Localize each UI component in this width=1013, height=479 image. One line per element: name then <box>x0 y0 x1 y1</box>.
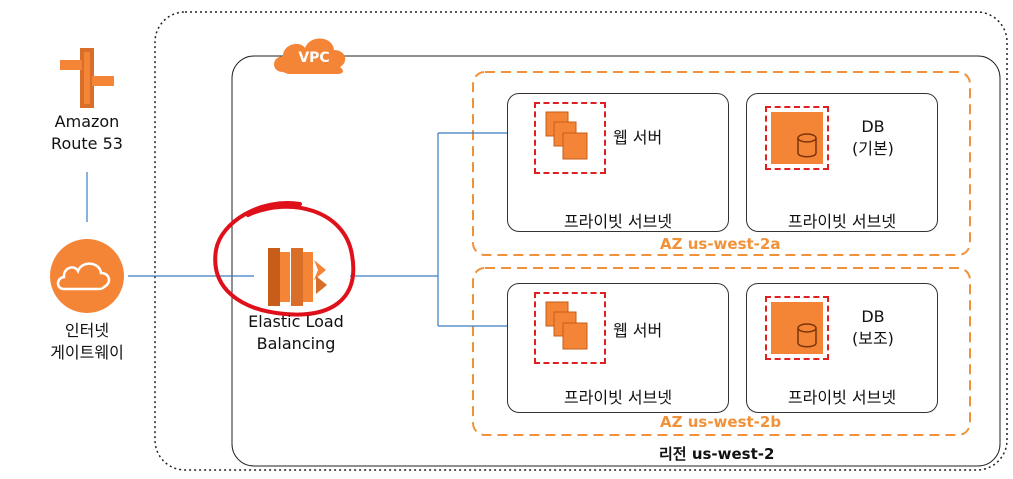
db-title-line2: (기본) <box>852 139 894 158</box>
route53-icon <box>60 48 114 108</box>
web-subnet-b: 웹 서버 프라이빗 서브넷 <box>507 283 729 413</box>
elb-label-line2: Balancing <box>256 334 336 353</box>
az-b-border <box>472 267 971 436</box>
private-subnet-caption: 프라이빗 서브넷 <box>563 212 673 231</box>
db-subnet-a: DB (기본) 프라이빗 서브넷 <box>746 93 938 232</box>
vpc-label: VPC <box>298 50 330 66</box>
private-subnet-caption: 프라이빗 서브넷 <box>787 212 897 231</box>
rds-icon <box>765 106 829 170</box>
db-title-line1: DB <box>861 307 885 326</box>
igw-label: 인터넷 게이트웨이 <box>30 320 144 364</box>
route53-label: Amazon Route 53 <box>35 111 139 155</box>
igw-label-line2: 게이트웨이 <box>50 343 124 362</box>
ec2-icon <box>534 292 606 364</box>
elb-label: Elastic Load Balancing <box>232 311 360 355</box>
ec2-instances-icon <box>545 111 588 160</box>
igw-label-line1: 인터넷 <box>64 321 110 340</box>
db-subnet-b: DB (보조) 프라이빗 서브넷 <box>746 283 938 413</box>
db-primary-title: DB (기본) <box>852 116 894 160</box>
annotation-circle <box>213 201 356 317</box>
az-b-label: AZ us-west-2b <box>660 413 782 431</box>
db-secondary-title: DB (보조) <box>852 306 894 350</box>
cloud-icon <box>50 239 124 313</box>
ec2-instances-icon <box>545 301 588 350</box>
web-server-title: 웹 서버 <box>613 128 663 147</box>
private-subnet-caption: 프라이빗 서브넷 <box>563 388 673 407</box>
ec2-icon <box>534 102 606 174</box>
web-server-title: 웹 서버 <box>613 321 663 340</box>
vpc-cloud-icon <box>274 38 346 74</box>
az-a-border <box>472 71 971 256</box>
elb-icon <box>268 248 327 306</box>
database-icon <box>771 302 823 354</box>
vpc-border <box>231 55 1001 467</box>
route53-label-line2: Route 53 <box>51 134 123 153</box>
elb-label-line1: Elastic Load <box>248 312 344 331</box>
db-title-line1: DB <box>861 117 885 136</box>
private-subnet-caption: 프라이빗 서브넷 <box>787 388 897 407</box>
region-label: 리전 us-west-2 <box>659 445 775 463</box>
route53-label-line1: Amazon <box>54 112 120 131</box>
web-subnet-a: 웹 서버 프라이빗 서브넷 <box>507 93 729 232</box>
az-a-label: AZ us-west-2a <box>660 235 781 253</box>
db-title-line2: (보조) <box>852 329 894 348</box>
region-border <box>154 11 1008 471</box>
rds-icon <box>765 296 829 360</box>
database-icon <box>771 112 823 164</box>
